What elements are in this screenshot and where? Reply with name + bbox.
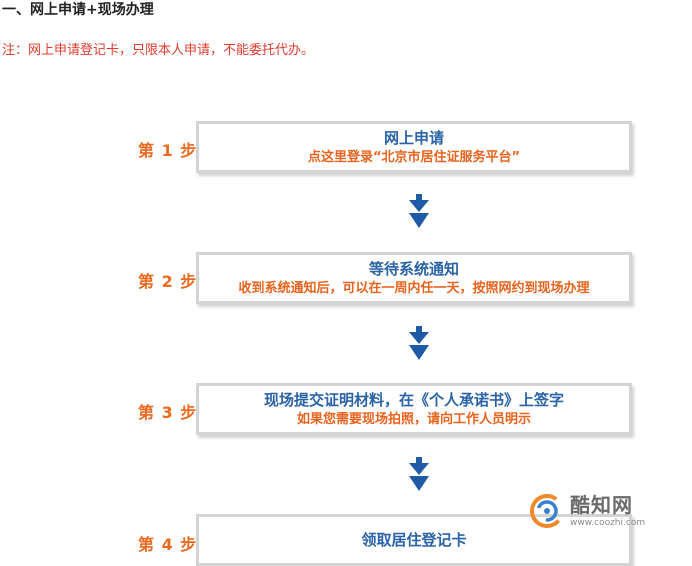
arrow-head-lower [409,345,429,360]
step-3-desc: 如果您需要现场拍照，请向工作人员明示 [296,411,531,427]
arrow-head-upper [409,200,429,212]
step-4-title: 领取居住登记卡 [361,531,467,549]
watermark-name: 酷知网 [570,493,633,517]
step-1-link[interactable]: 点这里登录“北京市居住证服务平台” [307,149,521,165]
coozhi-logo-icon [530,494,564,528]
arrow-stem [416,326,422,332]
arrow-head-upper [409,332,429,344]
section-heading: 一、网上申请+现场办理 [2,2,154,18]
step-2-title: 等待系统通知 [368,259,459,278]
note-text: 注：网上申请登记卡，只限本人申请，不能委托代办。 [2,43,315,58]
step-4-label: 第 4 步 [138,535,198,554]
double-down-arrow-icon [409,194,429,228]
step-1-title: 网上申请 [383,128,444,147]
step-2-desc: 收到系统通知后，可以在一周内任一天，按照网约到现场办理 [238,280,590,296]
step-3-title: 现场提交证明材料，在《个人承诺书》上签字 [263,390,564,409]
step-1-box[interactable]: 网上申请 点这里登录“北京市居住证服务平台” [196,121,632,173]
arrow-head-lower [409,213,429,228]
step-3-box: 现场提交证明材料，在《个人承诺书》上签字 如果您需要现场拍照，请向工作人员明示 [196,383,632,435]
step-2-label: 第 2 步 [138,272,198,291]
watermark-url: www.coozhi.com [570,518,646,528]
step-1-label: 第 1 步 [138,141,198,160]
step-2-box: 等待系统通知 收到系统通知后，可以在一周内任一天，按照网约到现场办理 [196,252,632,304]
arrow-head-lower [409,476,429,491]
step-3-label: 第 3 步 [138,403,198,422]
arrow-stem [416,457,422,463]
arrow-stem [416,194,422,200]
watermark: 酷知网 www.coozhi.com [530,488,678,534]
double-down-arrow-icon [409,457,429,491]
arrow-head-upper [409,463,429,475]
double-down-arrow-icon [409,326,429,360]
